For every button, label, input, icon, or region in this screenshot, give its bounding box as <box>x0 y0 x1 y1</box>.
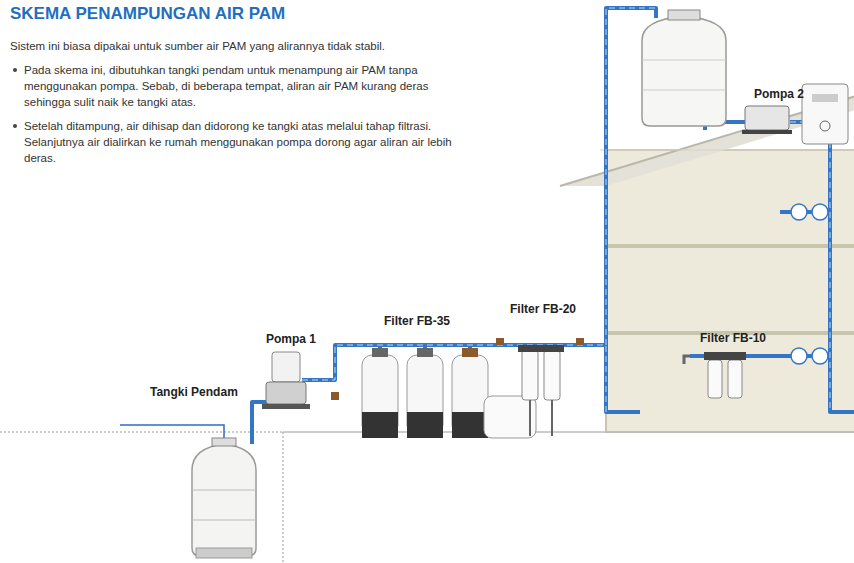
bullet-dot <box>13 124 17 128</box>
filter-fb20 <box>510 308 564 436</box>
filter-fb10 <box>684 352 746 398</box>
bullet-dot <box>13 68 17 72</box>
title: SKEMA PENAMPUNGAN AIR PAM <box>10 3 285 25</box>
part-label: Tangki Pendam <box>150 384 238 400</box>
bullet-text: Pada skema ini, dibutuhkan tangki pendam… <box>24 62 474 110</box>
filter-fb35 <box>362 348 536 438</box>
top-tank <box>642 10 726 126</box>
bullet-text: Setelah ditampung, air dihisap dan didor… <box>24 118 474 166</box>
part-label: Filter FB-10 <box>700 330 766 346</box>
part-label: Filter FB-20 <box>510 301 576 317</box>
pump-1 <box>262 352 310 409</box>
underground-tank <box>192 438 256 558</box>
part-label: Filter FB-35 <box>384 313 450 329</box>
intro-text: Sistem ini biasa dipakai untuk sumber ai… <box>10 38 490 54</box>
part-label: Pompa 1 <box>266 331 316 347</box>
part-label: Pompa 2 <box>754 86 804 102</box>
pump-2 <box>742 84 848 144</box>
